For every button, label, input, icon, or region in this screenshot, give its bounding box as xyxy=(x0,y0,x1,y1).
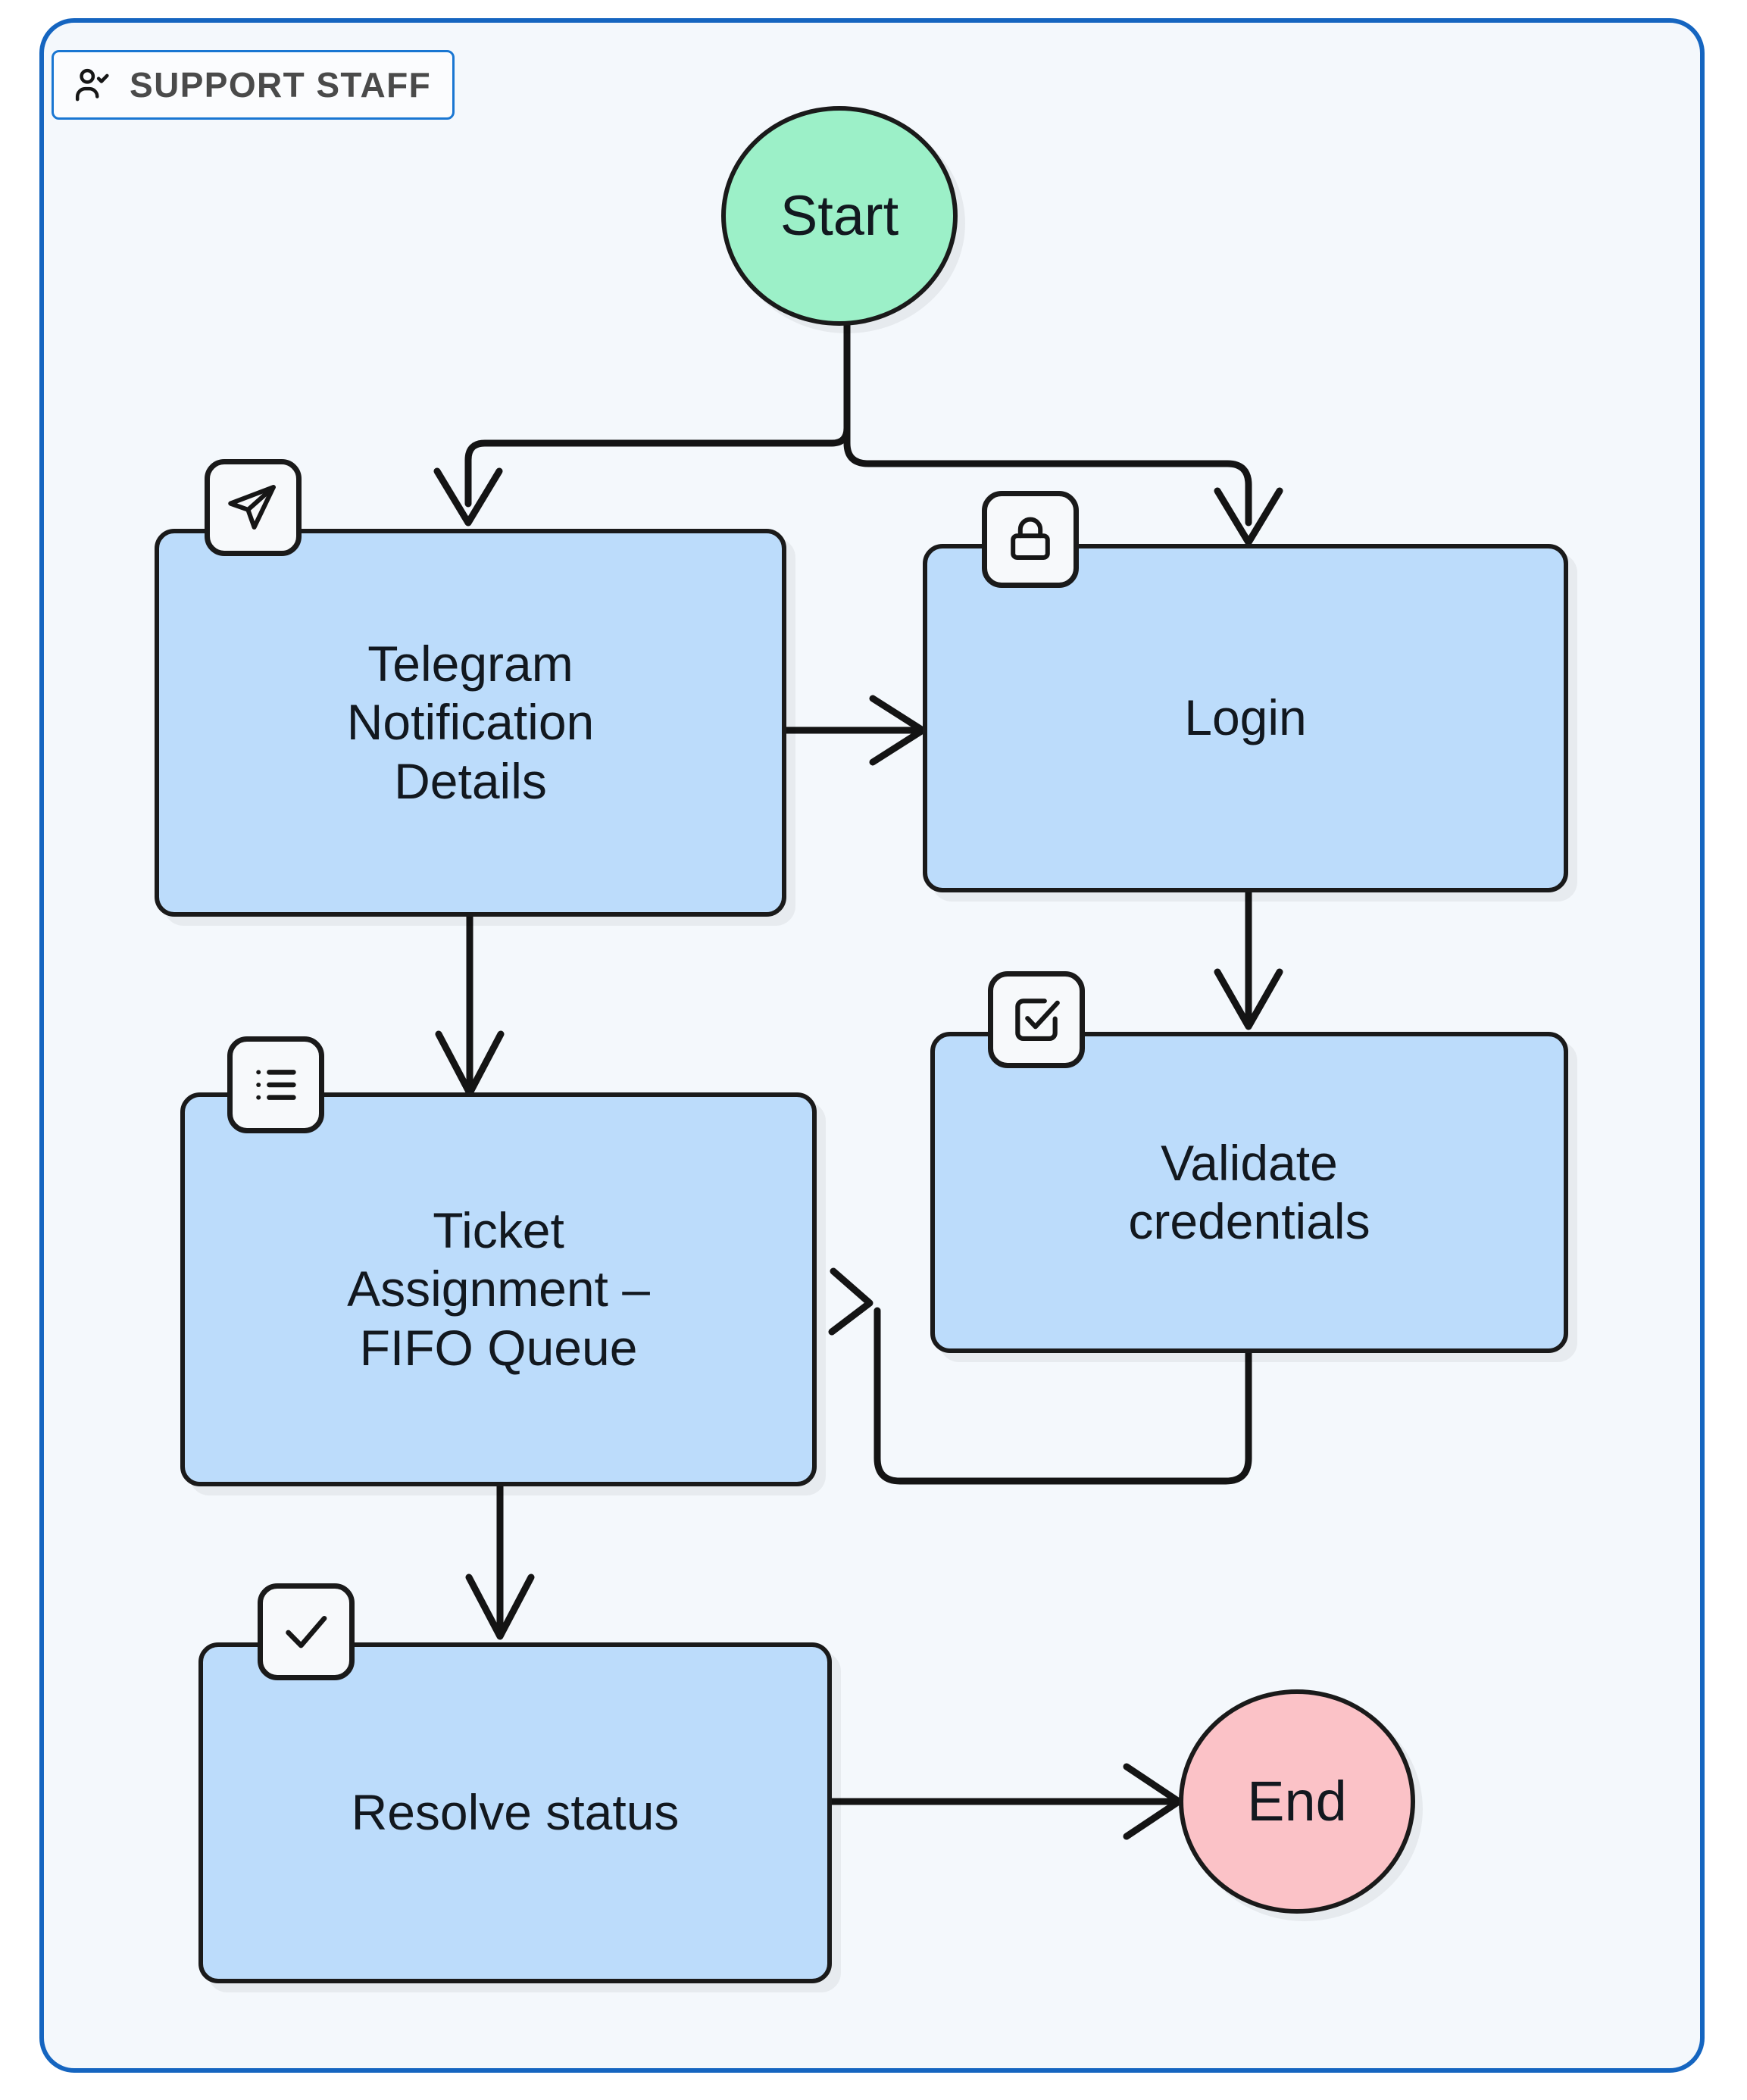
node-ticket-assignment-fifo-queue[interactable]: Ticket Assignment – FIFO Queue xyxy=(180,1092,817,1486)
node-icon-validate xyxy=(988,971,1085,1068)
lane-label-text: SUPPORT STAFF xyxy=(130,65,432,105)
node-icon-telegram xyxy=(205,459,302,556)
node-end-label: End xyxy=(1247,1770,1347,1833)
node-resolve-status-label: Resolve status xyxy=(351,1784,680,1841)
node-login[interactable]: Login xyxy=(923,544,1568,892)
node-validate-credentials-label: Validate credentials xyxy=(1128,1134,1370,1249)
node-icon-ticket xyxy=(227,1036,324,1133)
node-start-label: Start xyxy=(780,184,899,247)
node-icon-resolve xyxy=(258,1583,355,1680)
node-login-label: Login xyxy=(1184,689,1307,746)
node-end[interactable]: End xyxy=(1179,1689,1415,1914)
node-icon-login xyxy=(982,491,1079,588)
user-check-icon xyxy=(72,64,113,105)
node-validate-credentials[interactable]: Validate credentials xyxy=(930,1032,1568,1353)
lane-label-badge: SUPPORT STAFF xyxy=(52,50,455,120)
lock-icon xyxy=(1003,512,1058,567)
node-telegram-notification-details-label: Telegram Notification Details xyxy=(346,636,595,809)
node-ticket-assignment-fifo-queue-label: Ticket Assignment – FIFO Queue xyxy=(347,1202,650,1376)
checkbox-check-icon xyxy=(1008,992,1064,1048)
bullet-list-icon xyxy=(248,1057,304,1113)
node-start[interactable]: Start xyxy=(721,106,958,326)
check-icon xyxy=(277,1603,335,1661)
node-resolve-status[interactable]: Resolve status xyxy=(198,1642,832,1983)
node-telegram-notification-details[interactable]: Telegram Notification Details xyxy=(155,529,786,917)
send-icon xyxy=(224,479,282,536)
